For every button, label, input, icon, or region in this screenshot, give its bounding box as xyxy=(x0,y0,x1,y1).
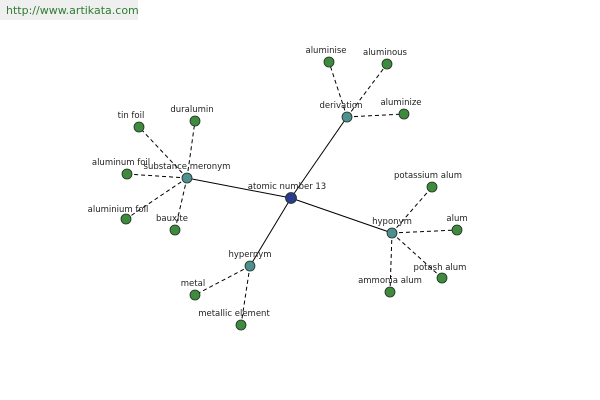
node-center[interactable] xyxy=(285,192,297,204)
label-tin-foil[interactable]: tin foil xyxy=(118,111,145,121)
edge-hyponym-potassium-alum xyxy=(391,186,433,234)
node-alum[interactable] xyxy=(451,224,463,236)
label-aluminum-foil[interactable]: aluminum foil xyxy=(92,158,150,168)
edges xyxy=(125,61,458,326)
label-aluminous[interactable]: aluminous xyxy=(363,48,408,58)
edge-substance-meronym-aluminium-foil xyxy=(125,177,188,220)
edge-center-hyponym xyxy=(290,197,393,234)
node-tin-foil[interactable] xyxy=(133,121,145,133)
edge-substance-meronym-aluminum-foil xyxy=(126,173,188,179)
node-bauxite[interactable] xyxy=(169,224,181,236)
node-metal[interactable] xyxy=(189,289,201,301)
edge-derivation-aluminise xyxy=(328,61,348,118)
url-bar: http://www.artikata.com xyxy=(0,0,139,20)
label-aluminize[interactable]: aluminize xyxy=(380,98,421,108)
label-aluminium-foil[interactable]: aluminium foil xyxy=(88,205,149,215)
node-hyponym[interactable] xyxy=(386,227,398,239)
label-alum[interactable]: alum xyxy=(446,214,467,224)
edge-center-hypernym xyxy=(249,197,292,267)
label-potash-alum[interactable]: potash alum xyxy=(414,263,467,273)
labels: atomic number 13 derivation substance mero… xyxy=(88,46,468,319)
edge-hyponym-ammonia-alum xyxy=(389,232,393,293)
label-substance-meronym[interactable]: substance meronym xyxy=(144,162,231,172)
label-center[interactable]: atomic number 13 xyxy=(248,182,326,192)
node-aluminous[interactable] xyxy=(381,58,393,70)
node-aluminium-foil[interactable] xyxy=(120,213,132,225)
edge-substance-meronym-bauxite xyxy=(174,177,188,231)
node-potash-alum[interactable] xyxy=(436,272,448,284)
node-metallic-element[interactable] xyxy=(235,319,247,331)
edge-derivation-aluminize xyxy=(346,113,405,118)
label-derivation[interactable]: derivation xyxy=(319,101,362,111)
node-potassium-alum[interactable] xyxy=(426,181,438,193)
edge-center-substance-meronym xyxy=(186,177,292,199)
edge-substance-meronym-duralumin xyxy=(186,120,196,179)
node-substance-meronym[interactable] xyxy=(181,172,193,184)
edge-substance-meronym-tin-foil xyxy=(138,126,188,179)
site-url[interactable]: http://www.artikata.com xyxy=(6,4,139,17)
edge-hyponym-alum xyxy=(391,229,458,234)
edge-center-derivation xyxy=(290,116,348,199)
edge-hypernym-metallic-element xyxy=(240,265,251,326)
node-aluminize[interactable] xyxy=(398,108,410,120)
label-hyponym[interactable]: hyponym xyxy=(372,217,412,227)
label-potassium-alum[interactable]: potassium alum xyxy=(394,171,462,181)
label-metallic-element[interactable]: metallic element xyxy=(198,309,270,319)
label-duralumin[interactable]: duralumin xyxy=(170,105,213,115)
edge-hypernym-metal xyxy=(194,265,251,296)
node-duralumin[interactable] xyxy=(189,115,201,127)
node-derivation[interactable] xyxy=(341,111,353,123)
label-aluminise[interactable]: aluminise xyxy=(305,46,346,56)
node-aluminum-foil[interactable] xyxy=(121,168,133,180)
nodes xyxy=(120,56,463,331)
label-bauxite[interactable]: bauxite xyxy=(156,214,188,224)
node-hypernym[interactable] xyxy=(244,260,256,272)
label-ammonia-alum[interactable]: ammonia alum xyxy=(358,276,422,286)
label-metal[interactable]: metal xyxy=(181,279,205,289)
node-aluminise[interactable] xyxy=(323,56,335,68)
label-hypernym[interactable]: hypernym xyxy=(228,250,271,260)
node-ammonia-alum[interactable] xyxy=(384,286,396,298)
edge-hyponym-potash-alum xyxy=(391,232,443,279)
